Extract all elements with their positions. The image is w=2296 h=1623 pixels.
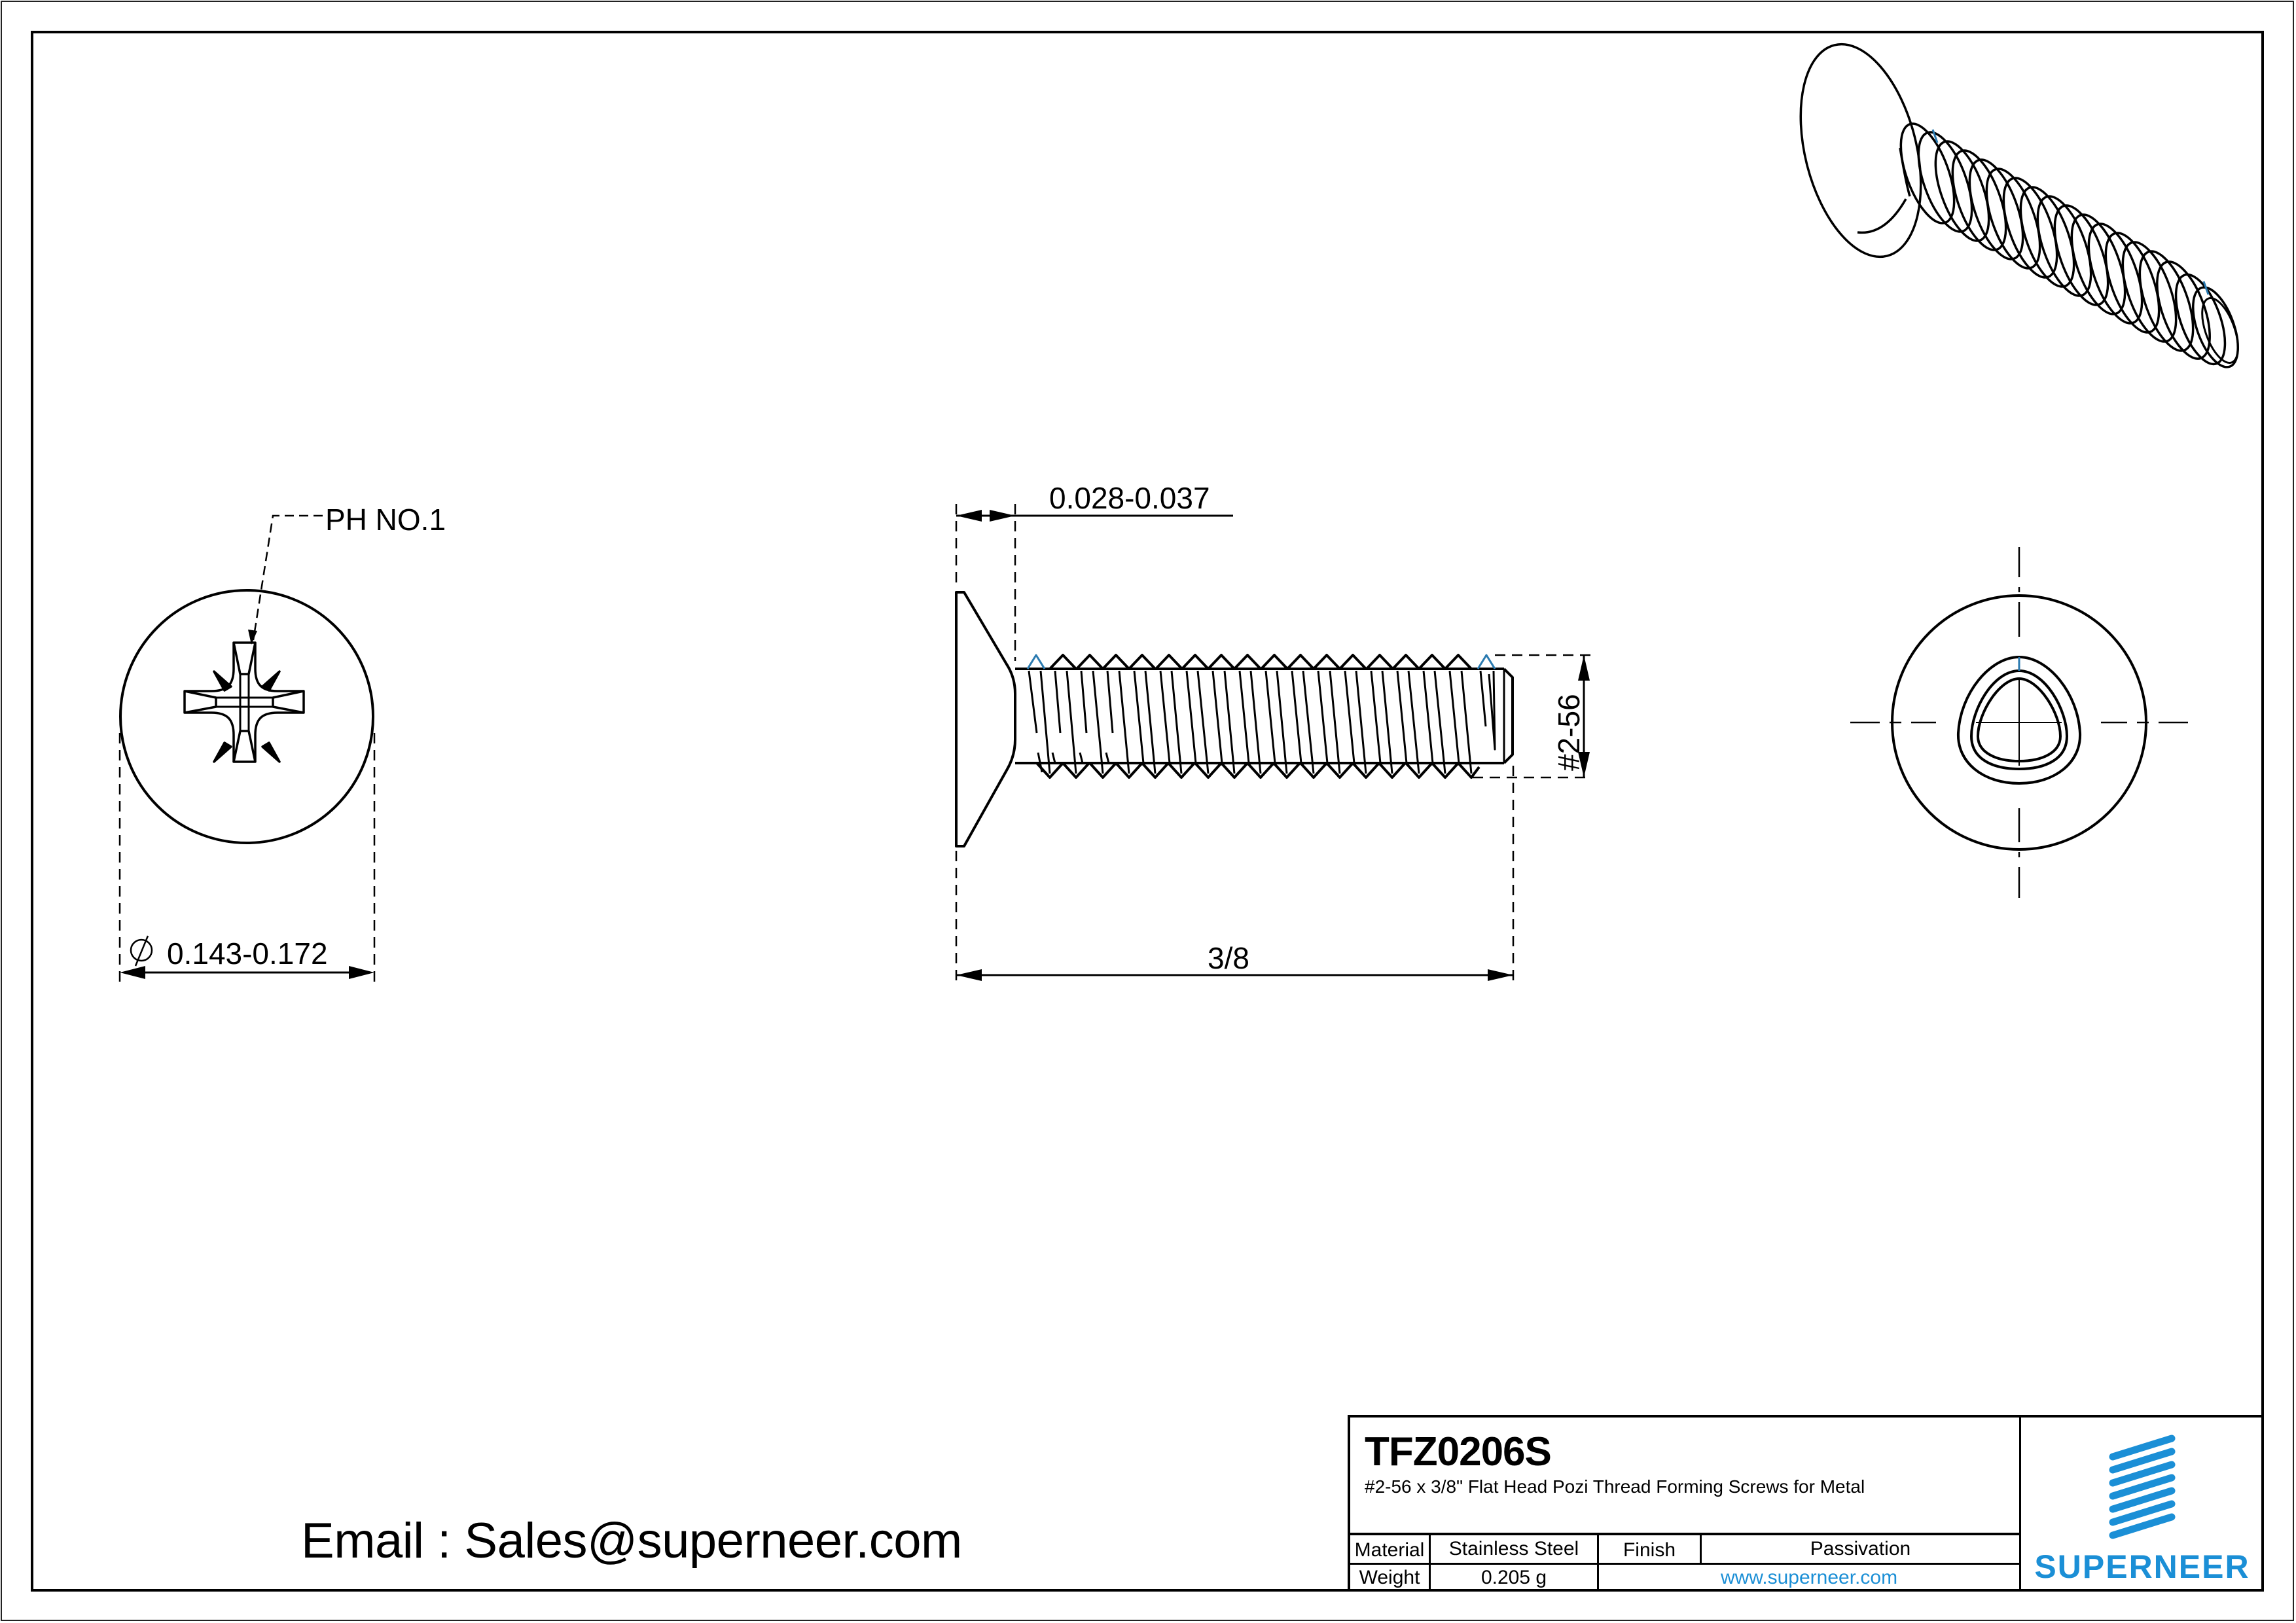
thread-dim-text: #2-56 — [1552, 694, 1586, 771]
iso-tip-face — [2201, 297, 2239, 364]
spec-row-material: Material Stainless Steel Finish Passivat… — [1350, 1535, 2019, 1565]
end-view — [1850, 547, 2188, 898]
title-block-main: TFZ0206S #2-56 x 3/8" Flat Head Pozi Thr… — [1350, 1418, 2021, 1590]
thread-end-highlight — [1477, 654, 1496, 669]
website-link[interactable]: www.superneer.com — [1720, 1566, 1898, 1588]
material-label: Material — [1350, 1535, 1431, 1563]
weight-value: 0.205 g — [1431, 1565, 1599, 1590]
thread-helix-lines — [1028, 670, 1496, 774]
part-number: TFZ0206S — [1365, 1429, 1552, 1474]
head-height-dim-text: 0.028-0.037 — [1049, 481, 1210, 515]
thread-start-highlight — [1026, 654, 1046, 669]
contact-email: Email : Sales@superneer.com — [301, 1513, 962, 1569]
thread-crests-top — [1049, 654, 1473, 670]
superneer-logo-icon — [2109, 1435, 2176, 1539]
material-value: Stainless Steel — [1431, 1535, 1599, 1563]
thread-crests-bottom — [1035, 762, 1480, 779]
iso-head-face — [1799, 43, 1922, 259]
side-view — [955, 504, 1590, 982]
center-lines — [1850, 547, 2188, 898]
iso-thread-rings — [1899, 122, 2239, 368]
top-view — [118, 514, 376, 982]
title-block: TFZ0206S #2-56 x 3/8" Flat Head Pozi Thr… — [1348, 1415, 2263, 1590]
pozi-recess-icon — [183, 641, 305, 763]
threaded-shank — [1015, 668, 1514, 764]
finish-label: Finish — [1599, 1535, 1702, 1563]
diameter-symbol-icon — [130, 935, 153, 967]
brand-name: SUPERNEER — [2034, 1548, 2250, 1585]
inner-border — [31, 31, 2264, 1592]
recess-label: PH NO.1 — [325, 503, 446, 537]
spec-row-weight: Weight 0.205 g www.superneer.com — [1350, 1565, 2019, 1590]
length-dim-text: 3/8 — [1208, 941, 1249, 975]
spec-table: Material Stainless Steel Finish Passivat… — [1350, 1533, 2019, 1590]
countersunk-head — [955, 591, 1016, 847]
weight-label: Weight — [1350, 1565, 1431, 1590]
finish-value: Passivation — [1810, 1538, 1911, 1560]
trilobe-middle — [1969, 669, 2069, 771]
recess-leader-line — [252, 514, 323, 641]
part-description: #2-56 x 3/8" Flat Head Pozi Thread Formi… — [1365, 1476, 1865, 1497]
head-outline-circle — [119, 589, 374, 844]
isometric-view — [1799, 43, 2239, 368]
brand-logo: SUPERNEER — [2021, 1418, 2263, 1590]
diameter-dim-text: 0.143-0.172 — [167, 936, 328, 971]
trilobe-outer — [1956, 655, 2082, 785]
